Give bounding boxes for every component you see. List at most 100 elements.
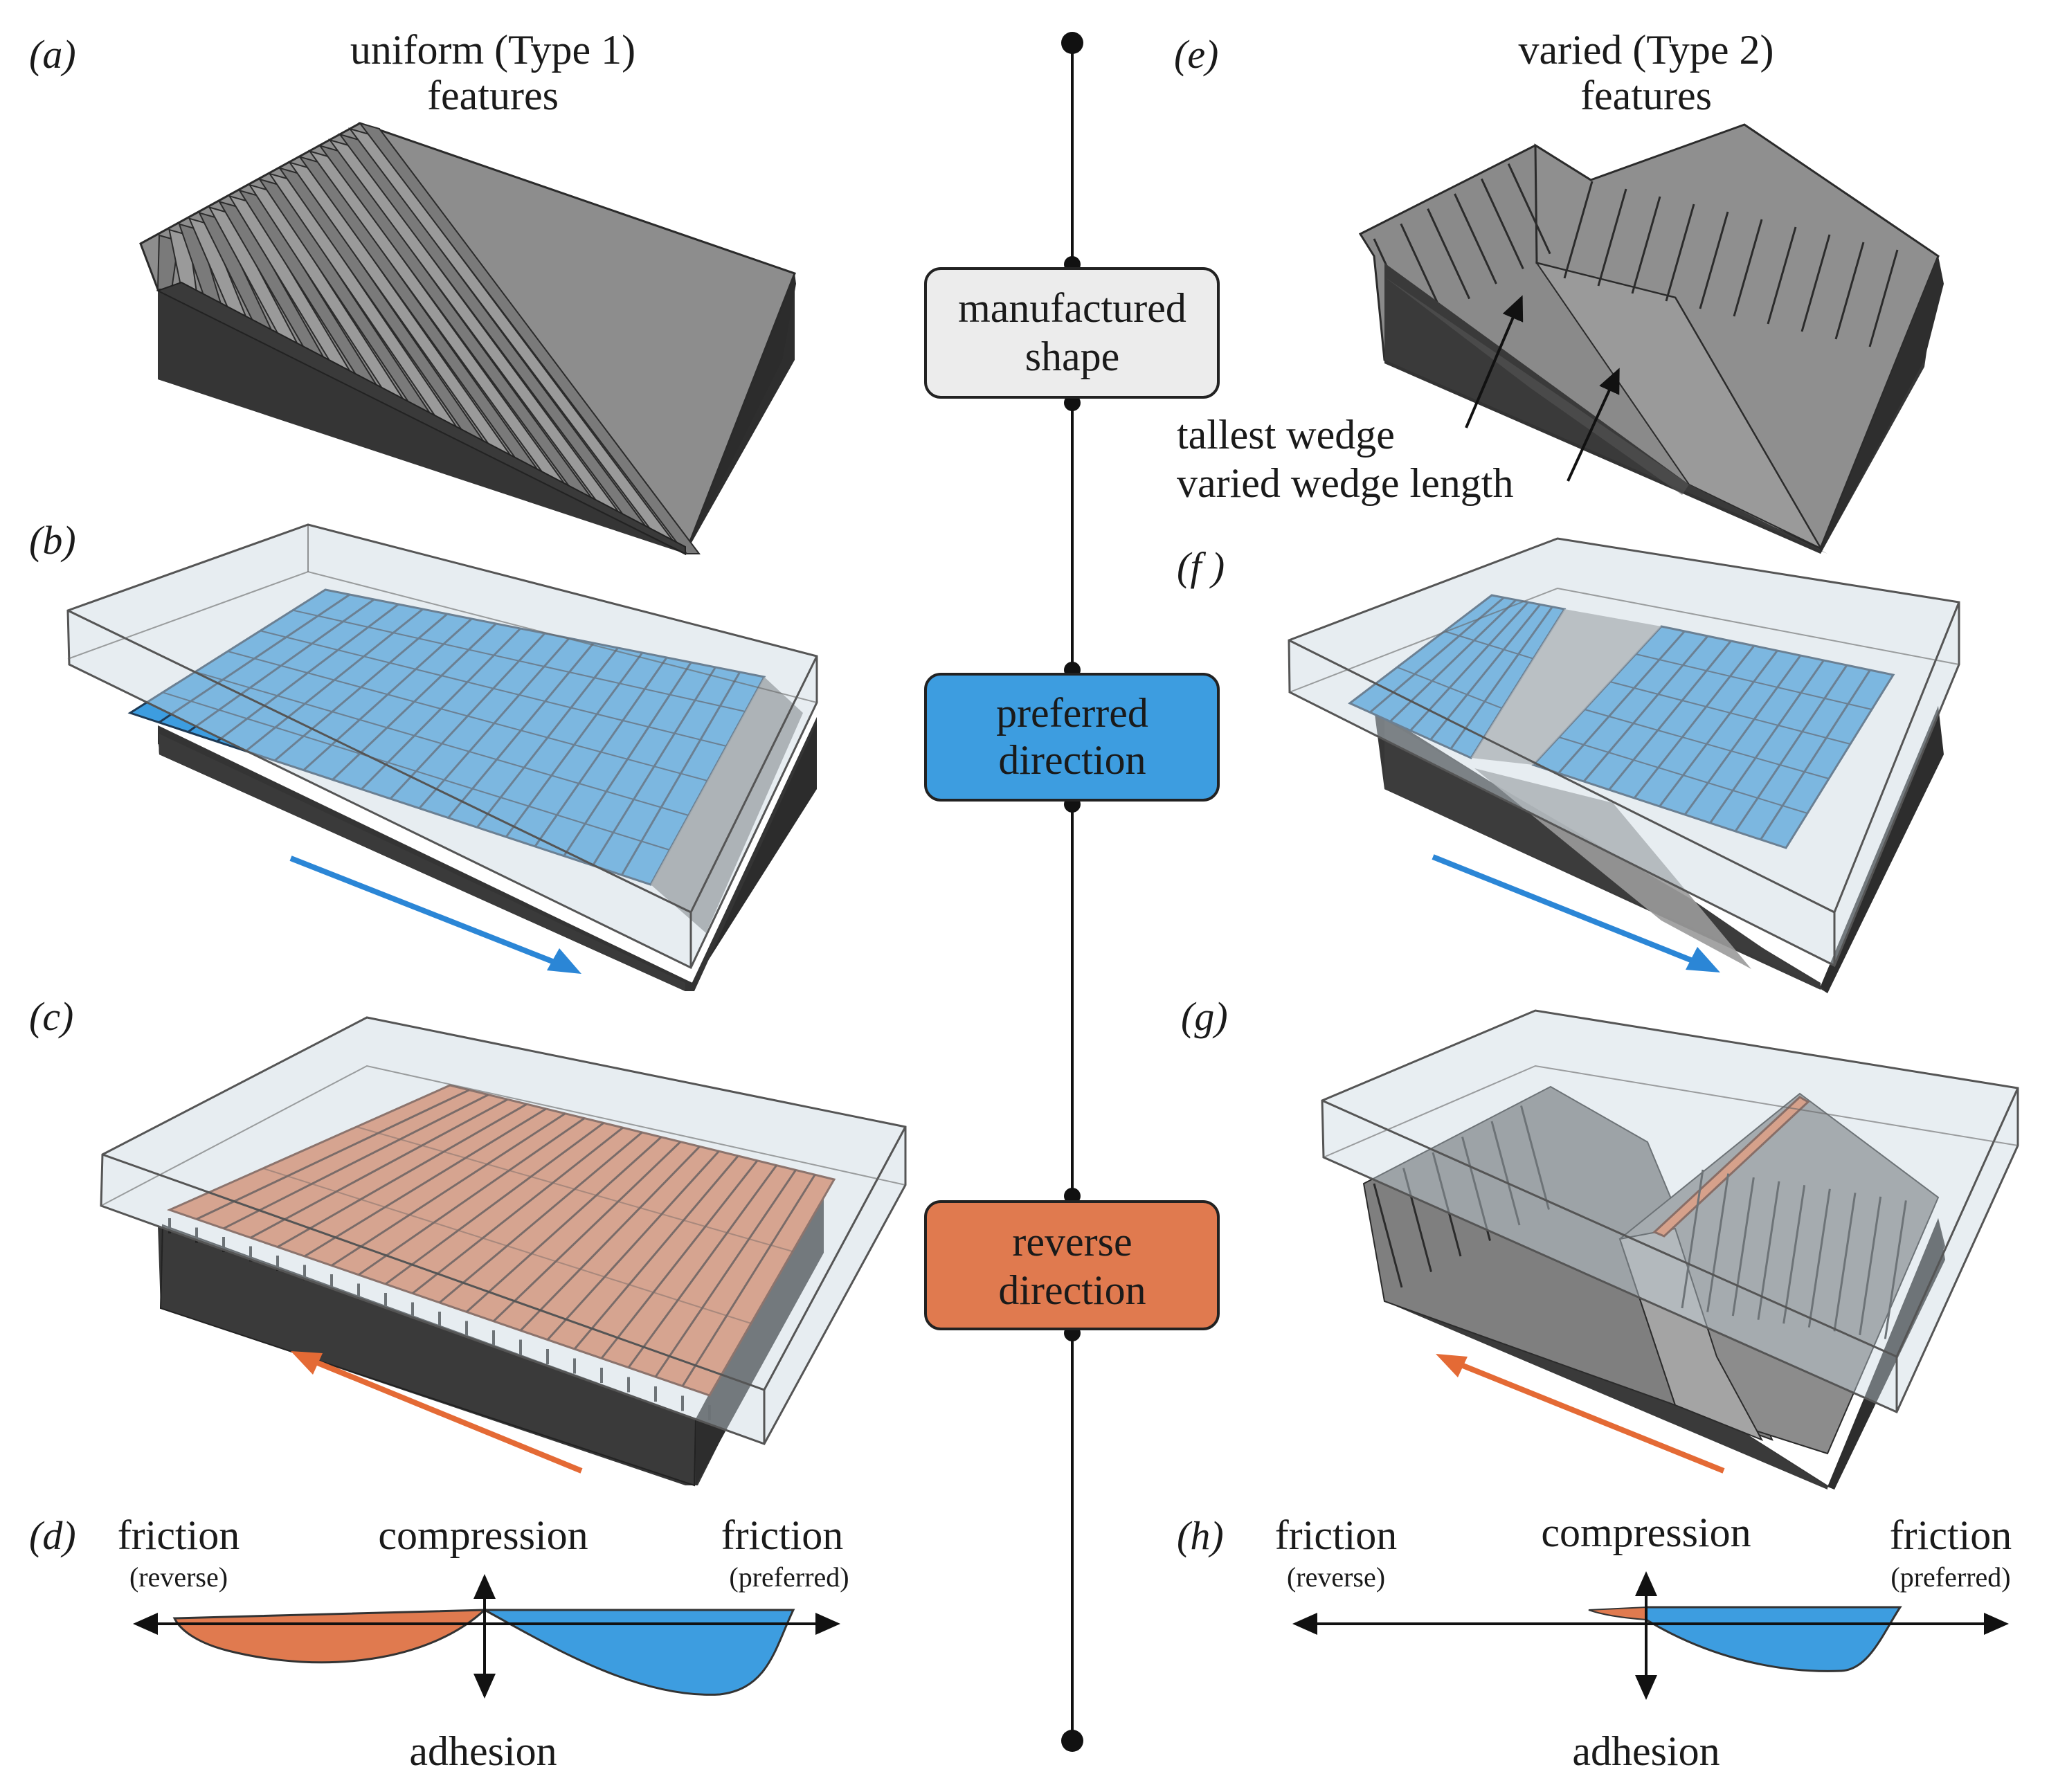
pad-line <box>277 1103 527 1248</box>
wedge-ridge <box>1807 1188 1831 1328</box>
blue-pads-f <box>1369 597 1872 840</box>
h-friction-right-sub: (preferred) <box>1890 1562 2010 1593</box>
pad-line <box>627 1164 777 1368</box>
pad-line <box>1609 681 1851 745</box>
pad-line <box>1582 635 1709 782</box>
manufactured-line2: shape <box>1025 334 1120 379</box>
panel-g-letter: (g) <box>1181 994 1228 1039</box>
pad-line <box>358 1117 586 1276</box>
block-c <box>100 1016 907 1487</box>
pad-line <box>196 1089 470 1220</box>
wedge-ridges-g <box>1373 1105 1907 1339</box>
pad-line <box>573 1155 739 1350</box>
wedge-ridge <box>1563 181 1594 279</box>
wedge-ridge <box>1427 208 1471 300</box>
wedge-ridge <box>1884 1200 1907 1339</box>
block-g <box>1321 1009 2019 1490</box>
panel-e-title-2: features <box>1580 73 1712 118</box>
pad-line <box>1558 631 1686 774</box>
panel-e-letter: (e) <box>1174 32 1218 77</box>
panel-c-letter: (c) <box>29 994 73 1039</box>
pad-line <box>1429 604 1542 741</box>
d-friction-right-sub: (preferred) <box>729 1562 849 1593</box>
wedge-ridge <box>1432 1152 1462 1257</box>
block-a <box>139 122 796 556</box>
pad-line <box>439 1131 643 1304</box>
wedge-ridge <box>1859 1196 1882 1336</box>
h-friction-left-sub: (reverse) <box>1287 1562 1385 1593</box>
d-adhesion: adhesion <box>409 1728 557 1774</box>
pad-line <box>681 1174 816 1387</box>
tallest-wedge-label: tallest wedge <box>1177 412 1395 458</box>
wedge-ridge <box>1868 249 1899 347</box>
wedge-ridge <box>1507 163 1551 255</box>
pad-line <box>1684 655 1802 815</box>
panel-a-letter: (a) <box>29 32 76 77</box>
blue-pads-b <box>158 593 746 876</box>
pad-line <box>162 691 670 851</box>
wedge-ridge <box>1665 203 1695 302</box>
wedge-ridge <box>1834 242 1865 340</box>
pad-line <box>1659 650 1778 807</box>
manufactured-line1: manufactured <box>958 285 1186 331</box>
pad-line <box>250 1098 508 1239</box>
d-friction-left-sub: (reverse) <box>129 1562 228 1593</box>
force-plot-h: friction (reverse) compression friction … <box>1275 1510 2012 1774</box>
block-f <box>1288 537 1960 993</box>
wedge-ridge <box>1461 1137 1491 1241</box>
panel-d-letter: (d) <box>29 1513 76 1558</box>
pad-line <box>1444 631 1534 660</box>
panel-f-letter: (f ) <box>1177 544 1225 589</box>
h-compression: compression <box>1541 1510 1751 1555</box>
pad-line <box>1734 664 1848 832</box>
pad-line <box>292 609 746 712</box>
annotation-e: tallest wedge varied wedge length <box>1177 295 1620 506</box>
pad-line <box>1709 660 1825 824</box>
wedge-ridge <box>1767 226 1797 325</box>
pad-line <box>385 1122 604 1285</box>
pad-line <box>519 1146 701 1332</box>
pad-line <box>412 1127 624 1294</box>
pad-line <box>260 630 727 747</box>
pad-line <box>654 1169 797 1378</box>
wedge-ridge <box>1731 1177 1755 1316</box>
force-plot-d: friction (reverse) compression friction … <box>118 1512 849 1774</box>
pad-line <box>1760 669 1871 840</box>
pad-line <box>1584 709 1830 779</box>
panel-e-title-1: varied (Type 2) <box>1519 27 1774 73</box>
pad-line <box>1633 645 1755 799</box>
wedge-ridge <box>1631 196 1661 294</box>
block-b <box>66 523 818 991</box>
orange-pads-c <box>196 1089 816 1387</box>
preferred-line1: preferred <box>996 690 1148 736</box>
h-friction-left: friction <box>1275 1512 1398 1558</box>
panel-b-letter: (b) <box>29 518 76 563</box>
wedge-ridge <box>358 122 701 554</box>
pad-line <box>356 1126 793 1252</box>
pad-line <box>331 1112 566 1267</box>
pad-line <box>262 1168 752 1324</box>
reverse-line1: reverse <box>1012 1219 1132 1265</box>
reverse-line2: direction <box>998 1267 1146 1313</box>
pad-line <box>1396 667 1503 709</box>
d-friction-left: friction <box>118 1512 240 1558</box>
wedge-ridge <box>1597 188 1627 287</box>
d-compression: compression <box>378 1512 588 1558</box>
d-friction-right: friction <box>721 1512 844 1558</box>
wedge-ridge <box>1800 234 1831 332</box>
wedge-ridge <box>1833 1193 1857 1332</box>
panel-a-title-1: uniform (Type 1) <box>350 27 635 73</box>
box-reverse-direction: reverse direction <box>924 1200 1220 1330</box>
wedge-ridge <box>1400 223 1444 314</box>
block-e <box>1358 123 1944 554</box>
wedge-ridge <box>1733 219 1763 317</box>
wedge-ridge <box>1699 211 1729 309</box>
pad-line <box>600 1159 759 1359</box>
box-manufactured-shape: manufactured shape <box>924 267 1220 399</box>
pad-line <box>1608 640 1732 790</box>
wedge-ridge <box>1782 1184 1806 1324</box>
wedge-ridge <box>1681 1169 1704 1309</box>
wedge-ridge <box>1454 193 1497 284</box>
pad-line <box>1450 606 1553 750</box>
